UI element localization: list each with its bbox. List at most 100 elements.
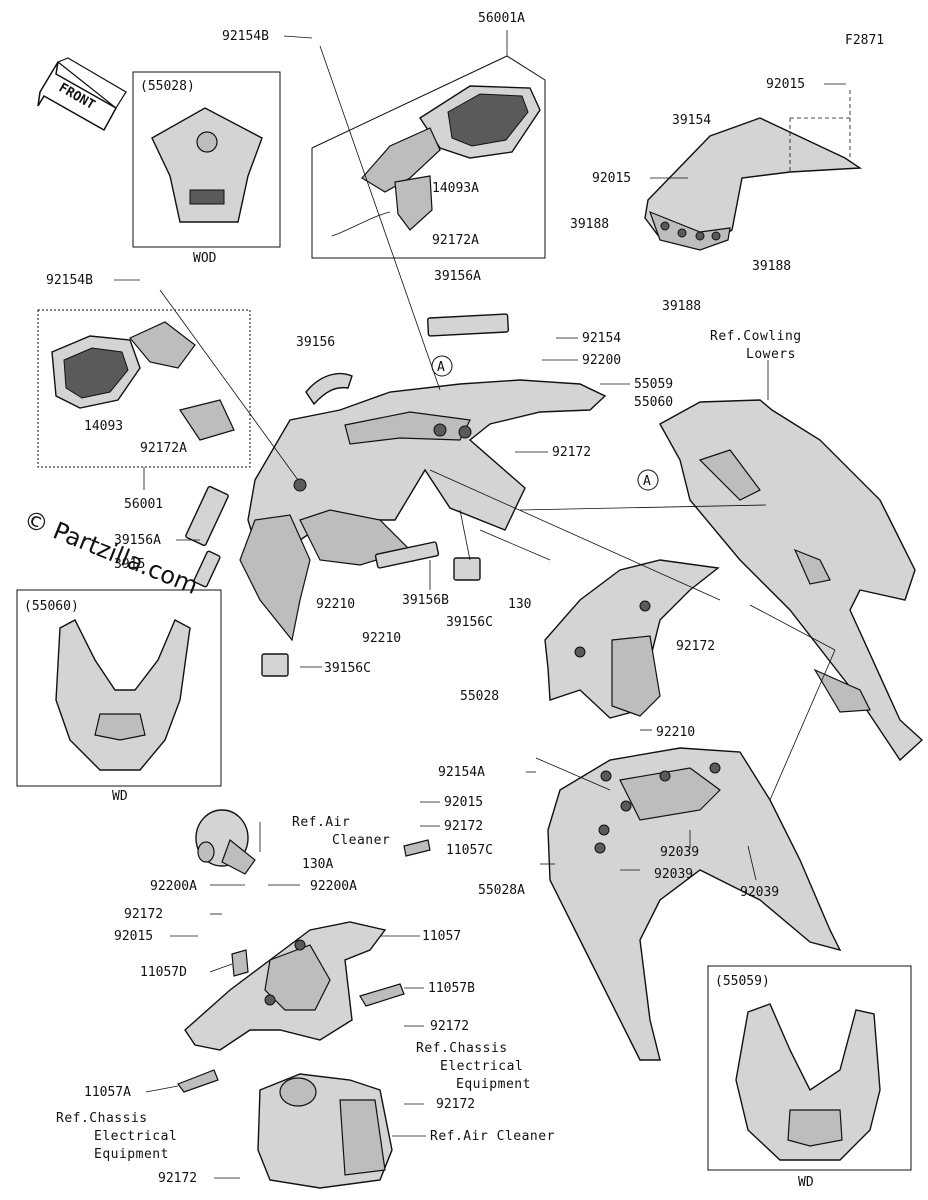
label-39188-right: 39188 [752,259,791,274]
label-92200A-right: 92200A [310,879,357,894]
label-39156A-top: 39156A [434,269,481,284]
svg-text:Electrical: Electrical [440,1059,523,1074]
inset-wd-right-caption: WD [798,1175,814,1190]
upper-cowl [239,379,607,642]
label-92172-b: 92172 [444,819,483,834]
svg-text:Electrical: Electrical [94,1129,177,1144]
label-55060: 55060 [634,395,673,410]
label-92039-c: 92039 [740,885,779,900]
inset-wod-code: (55028) [140,79,195,94]
svg-text:Lowers: Lowers [746,347,796,362]
svg-text:Ref.Chassis: Ref.Chassis [416,1041,508,1056]
svg-text:A: A [643,474,651,489]
label-92015-c: 92015 [114,929,153,944]
label-92210-b: 92210 [362,631,401,646]
label-3915x: 3915 [114,557,145,572]
label-92154: 92154 [582,331,621,346]
svg-text:Cleaner: Cleaner [332,833,390,848]
label-39156: 39156 [296,335,335,350]
ref-cowling-lowers: Ref.Cowling Lowers [710,329,802,362]
inset-wd-right: (55059) WD [707,965,912,1190]
label-92200A-left: 92200A [150,879,197,894]
label-39156B: 39156B [402,593,449,608]
pad-39156 [305,372,353,406]
label-39156A-left: 39156A [114,533,161,548]
bracket-11057B [359,983,405,1007]
svg-text:Equipment: Equipment [94,1147,169,1162]
ref-chassis-electrical-right: Ref.Chassis Electrical Equipment [416,1041,531,1092]
callout-a-right: A [637,469,659,491]
label-39156C-b: 39156C [324,661,371,676]
meter-bracket-11057 [184,921,387,1051]
pad-39156B [374,541,440,569]
inset-wd-left-code: (55060) [24,599,79,614]
callout-a-top: A [431,355,453,377]
pad-39156C-a [453,557,481,581]
air-cleaner-lower [257,1073,393,1189]
svg-text:Ref.Cowling: Ref.Cowling [710,329,802,344]
svg-text:A: A [437,360,445,375]
svg-text:Ref.Chassis: Ref.Chassis [56,1111,148,1126]
label-39154: 39154 [672,113,711,128]
cowling-lowers-ref [659,360,924,762]
label-14093: 14093 [84,419,123,434]
side-cowl-55028A [547,747,842,1061]
label-92172-e: 92172 [436,1097,475,1112]
label-39188-bottom: 39188 [662,299,701,314]
label-92172-mid: 92172 [552,445,591,460]
windscreen [644,90,863,251]
label-92172-d: 92172 [430,1019,469,1034]
ref-chassis-electrical-left: Ref.Chassis Electrical Equipment [56,1111,177,1162]
watermark: © Partzilla.com [20,505,202,600]
bracket-11057D [231,949,249,977]
label-92172-right: 92172 [676,639,715,654]
pad-39156A-top [426,313,510,337]
mirror-left-assembly [37,309,251,490]
label-92154B-left: 92154B [46,273,93,288]
svg-text:Ref.Air: Ref.Air [292,815,350,830]
air-cleaner-upper [195,809,261,875]
label-92172-f: 92172 [158,1171,197,1186]
label-92210-a: 92210 [316,597,355,612]
label-92172-c: 92172 [124,907,163,922]
mirror-right-assembly [311,30,546,259]
label-56001: 56001 [124,497,163,512]
label-11057: 11057 [422,929,461,944]
inner-panel-55028 [544,559,720,719]
label-55059: 55059 [634,377,673,392]
inset-wd-right-code: (55059) [715,974,770,989]
pad-3915x [193,550,221,588]
label-92015-top: 92015 [766,77,805,92]
inset-wd-left-caption: WD [112,789,128,804]
label-11057C: 11057C [446,843,493,858]
leader-lines [114,35,846,1179]
inset-wod-caption: WOD [193,251,217,266]
label-92172A-left: 92172A [140,441,187,456]
label-11057D: 11057D [140,965,187,980]
label-92154B-top: 92154B [222,29,269,44]
label-92154A: 92154A [438,765,485,780]
label-92172A-top: 92172A [432,233,479,248]
front-arrow-icon: FRONT [37,57,127,132]
label-14093A: 14093A [432,181,479,196]
label-39156C-a: 39156C [446,615,493,630]
label-92015-mid: 92015 [592,171,631,186]
bracket-11057A [177,1069,219,1093]
label-92200: 92200 [582,353,621,368]
pad-39156A-left [185,485,229,547]
bracket-11057C [403,839,431,857]
label-56001A: 56001A [478,11,525,26]
ref-air-cleaner-top: Ref.Air Cleaner [292,815,390,848]
inset-wd-left: (55060) WD [16,589,222,804]
pad-39156C-b [261,653,289,677]
inset-wod: (55028) WOD [132,71,281,266]
label-55028A: 55028A [478,883,525,898]
label-11057A: 11057A [84,1085,131,1100]
figure-id: F2871 [845,33,884,48]
label-130: 130 [508,597,531,612]
label-92039-a: 92039 [660,845,699,860]
label-11057B: 11057B [428,981,475,996]
svg-text:Equipment: Equipment [456,1077,531,1092]
label-92210-c: 92210 [656,725,695,740]
